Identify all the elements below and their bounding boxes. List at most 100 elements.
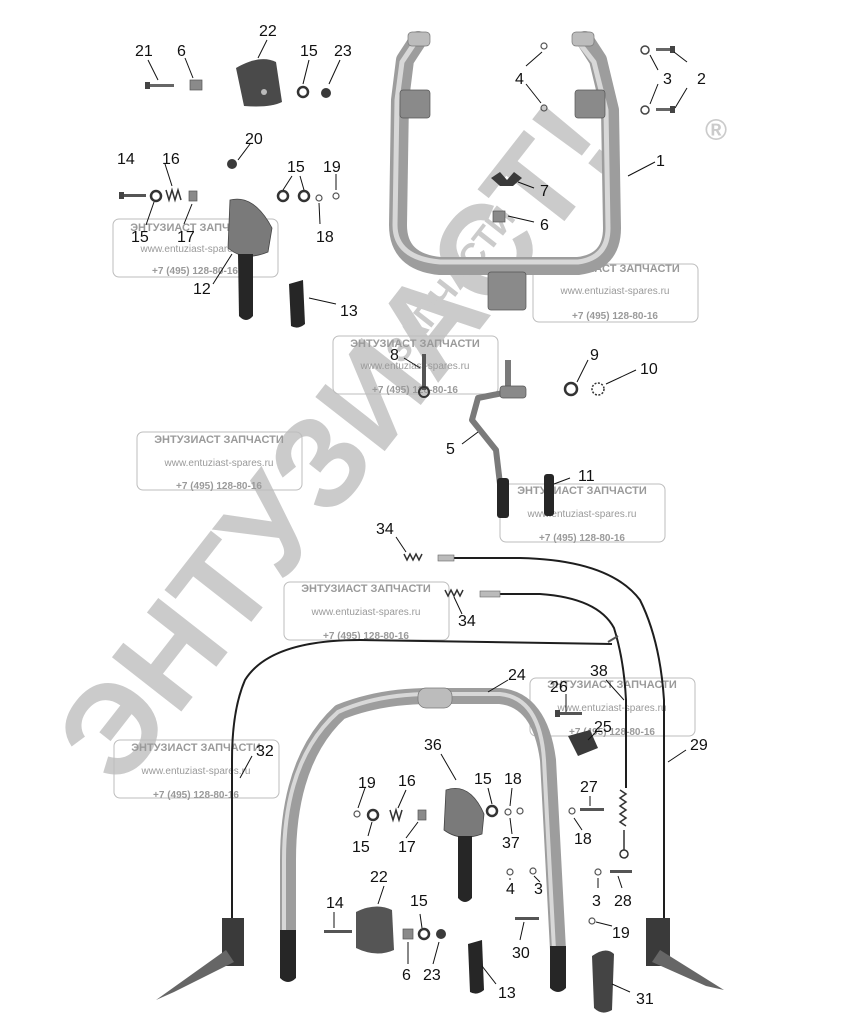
- grip-11: [544, 474, 554, 516]
- cable-38: [490, 593, 627, 788]
- callout-1: 1: [656, 153, 665, 170]
- washer-15: [296, 85, 310, 99]
- stamp-title: ЭНТУЗИАСТ ЗАПЧАСТИ: [130, 222, 260, 234]
- lever-end-right: [646, 918, 724, 990]
- stamp-watermark: ЭНТУЗИАСТ ЗАПЧАСТИ www.entuziast-spares.…: [283, 581, 450, 642]
- stamp-phone: +7 (495) 128-80-16: [176, 481, 262, 492]
- bushing-17: [188, 190, 198, 202]
- callout-25: 25: [594, 719, 612, 736]
- stamp-url: www.entuziast-spares.ru: [141, 766, 251, 777]
- washer-15b: [149, 189, 163, 203]
- shield-22: [236, 59, 282, 107]
- bolts-2: [640, 45, 675, 115]
- callout-3: 3: [592, 893, 601, 910]
- callout-19: 19: [358, 775, 376, 792]
- callout-26: 26: [550, 679, 568, 696]
- stamp-url: www.entuziast-spares.ru: [140, 244, 250, 255]
- callout-17: 17: [177, 229, 195, 246]
- washer-9: [563, 381, 579, 397]
- callout-10: 10: [640, 361, 658, 378]
- bolt-8: [418, 354, 430, 398]
- main-handle-frame: [389, 31, 621, 311]
- callout-15: 15: [287, 159, 305, 176]
- callout-27: 27: [580, 779, 598, 796]
- wing-nut-7: [491, 172, 522, 186]
- callout-16: 16: [398, 773, 416, 790]
- stamp-title: ЭНТУЗИАСТ ЗАПЧАСТИ: [154, 434, 284, 446]
- callout-34: 34: [458, 613, 476, 630]
- bracket-25: [568, 730, 598, 756]
- stamp-url: www.entuziast-spares.ru: [527, 509, 637, 520]
- lever-36: [443, 788, 485, 902]
- lever-12: [227, 198, 273, 320]
- small-parts-mid: [353, 804, 632, 925]
- lock-washer-10: [591, 382, 605, 396]
- washer-15c: [276, 189, 311, 203]
- stamp-url: www.entuziast-spares.ru: [560, 286, 670, 297]
- stamp-url: www.entuziast-spares.ru: [164, 458, 274, 469]
- stamp-phone: +7 (495) 128-80-16: [539, 533, 625, 544]
- callout-8: 8: [390, 347, 399, 364]
- stamp-title: ЭНТУЗИАСТ ЗАПЧАСТИ: [301, 583, 431, 595]
- stamp-watermark: ЭНТУЗИАСТ ЗАПЧАСТИ www.entuziast-spares.…: [112, 218, 279, 278]
- bolt-26: [555, 710, 582, 717]
- callout-32: 32: [256, 743, 274, 760]
- callout-18: 18: [574, 831, 592, 848]
- callout-6: 6: [540, 217, 549, 234]
- callout-14: 14: [117, 151, 135, 168]
- callout-29: 29: [690, 737, 708, 754]
- callout-4: 4: [506, 881, 515, 898]
- cable-38-end: [479, 590, 501, 598]
- callout-6: 6: [177, 43, 186, 60]
- bolt-14: [119, 192, 146, 199]
- callout-13: 13: [340, 303, 358, 320]
- callout-2: 2: [697, 71, 706, 88]
- callout-9: 9: [590, 347, 599, 364]
- stamp-phone: +7 (495) 128-80-16: [152, 266, 238, 277]
- stamp-title: ЭНТУЗИАСТ ЗАПЧАСТИ: [547, 679, 677, 691]
- stamp-phone: +7 (495) 128-80-16: [323, 631, 409, 642]
- nut-6: [189, 79, 203, 91]
- callout-5: 5: [446, 441, 455, 458]
- washer-19: [332, 192, 340, 200]
- stamp-phone: +7 (495) 128-80-16: [569, 727, 655, 738]
- callout-15: 15: [474, 771, 492, 788]
- callout-19: 19: [323, 159, 341, 176]
- callout-37: 37: [502, 835, 520, 852]
- spring-16: [165, 187, 182, 203]
- callout-3: 3: [663, 71, 672, 88]
- callout-30: 30: [512, 945, 530, 962]
- callout-36: 36: [424, 737, 442, 754]
- callout-15: 15: [410, 893, 428, 910]
- bolt-14b: [324, 930, 352, 933]
- stamp-title: ЭНТУЗИАСТ ЗАПЧАСТИ: [350, 338, 480, 350]
- stamp-url: www.entuziast-spares.ru: [360, 361, 470, 372]
- callout-24: 24: [508, 667, 526, 684]
- callout-7: 7: [540, 183, 549, 200]
- grip-31: [592, 950, 614, 1013]
- nut-6b: [492, 210, 506, 223]
- callout-18: 18: [316, 229, 334, 246]
- cable-29-end: [437, 554, 455, 562]
- cable-38-spring: [618, 789, 629, 859]
- shift-lever-5: [469, 360, 527, 518]
- stamp-watermark: ЭНТУЗИАСТ ЗАПЧАСТИ www.entuziast-spares.…: [529, 677, 696, 738]
- stamp-watermark: ЭНТУЗИАСТ ЗАПЧАСТИ www.entuziast-spares.…: [332, 335, 499, 396]
- callout-15: 15: [131, 229, 149, 246]
- callout-14: 14: [326, 895, 344, 912]
- callout-19: 19: [612, 925, 630, 942]
- stamp-phone: +7 (495) 128-80-16: [572, 311, 658, 322]
- spring-34b: [444, 588, 464, 598]
- callout-12: 12: [193, 281, 211, 298]
- washer-18: [315, 194, 323, 202]
- stamp-watermark: ЭНТУЗИАСТ ЗАПЧАСТИ www.entuziast-spares.…: [113, 739, 280, 801]
- washer-15f: [417, 927, 431, 941]
- callout-18: 18: [504, 771, 522, 788]
- grip-13b: [468, 940, 484, 994]
- callout-21: 21: [135, 43, 153, 60]
- callout-17: 17: [398, 839, 416, 856]
- callout-15: 15: [352, 839, 370, 856]
- callout-11: 11: [578, 468, 595, 485]
- callout-23: 23: [423, 967, 441, 984]
